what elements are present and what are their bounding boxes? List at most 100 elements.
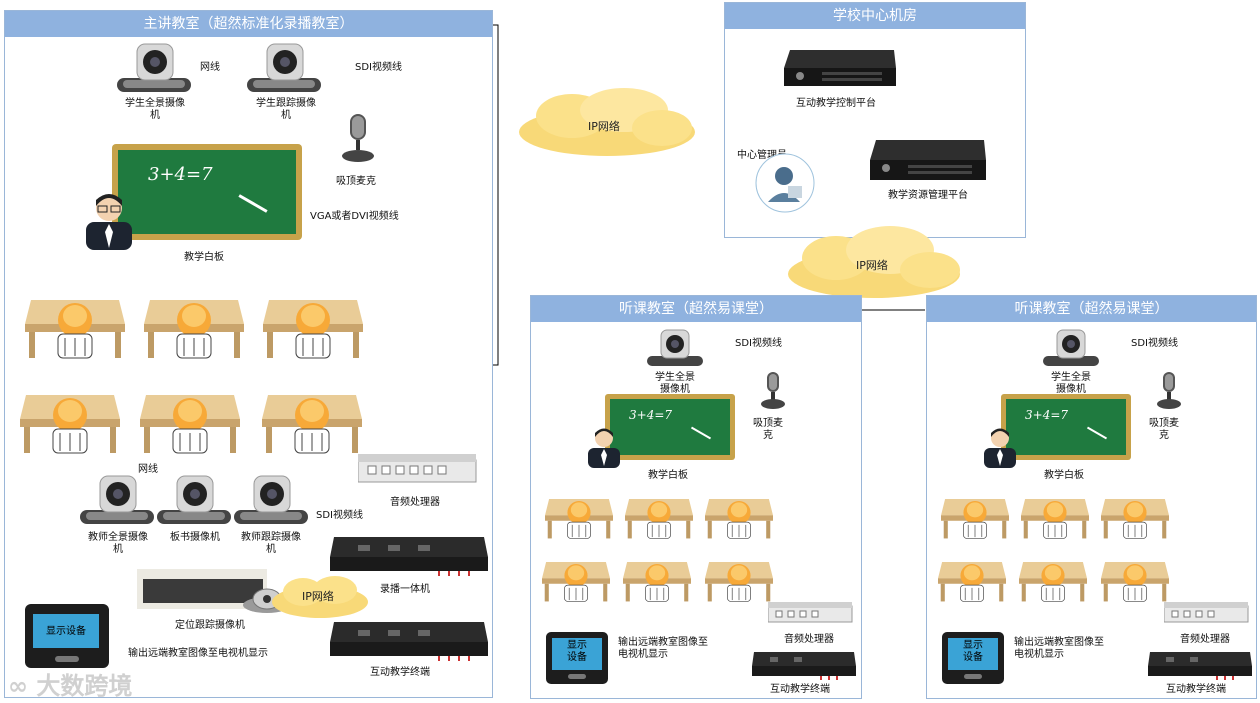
admin-label: 中心管理员: [737, 150, 787, 161]
student-desk-icon: [1019, 555, 1087, 607]
teacher-track-camera-label: 教师跟踪摄像 机: [241, 532, 301, 555]
sdi-line-label: SDI视频线: [735, 338, 782, 349]
teacher-avatar-icon: [984, 428, 1016, 468]
student-desk-icon: [140, 385, 240, 459]
display-screen-icon: 显示 设备: [546, 632, 608, 684]
audio-processor-icon: [358, 454, 477, 483]
output-text: 输出远端教室图像至 电视机显示: [1014, 637, 1104, 660]
listen-classroom-title: 听课教室（超然易课堂）: [531, 296, 861, 322]
terminal-label: 互动教学终端: [770, 684, 830, 695]
terminal-label: 互动教学终端: [370, 667, 430, 678]
ceiling-mic-label: 吸顶麦克: [336, 176, 376, 187]
teacher-pano-camera-icon: [80, 475, 154, 524]
net-line-top-label: 网线: [200, 62, 220, 73]
display-screen-label: 显示 设备: [567, 640, 587, 663]
audio-processor-icon: [768, 602, 853, 623]
audio-processor-label: 音频处理器: [1180, 634, 1230, 645]
listen-classroom-title: 听课教室（超然易课堂）: [927, 296, 1256, 322]
ip-network-label-top: IP网络: [588, 120, 620, 133]
student-desk-icon: [705, 555, 773, 607]
board-equation: 3+4=7: [1025, 408, 1069, 422]
student-desk-icon: [1101, 555, 1169, 607]
ip-network-cloud-icon: [272, 576, 368, 618]
display-screen-label: 显示 设备: [963, 640, 983, 663]
ceiling-mic-label: 吸顶麦 克: [753, 418, 783, 441]
locator-camera-icon: [137, 569, 291, 613]
terminal-device-icon: [1148, 652, 1252, 680]
blackboard-camera-icon: [157, 475, 231, 524]
terminal-device-icon: [752, 652, 856, 680]
admin-avatar-icon: [755, 153, 815, 213]
ceiling-mic-icon: [761, 372, 785, 409]
student-desk-icon: [705, 492, 773, 544]
display-screen-icon: 显示设备: [25, 604, 109, 668]
ceiling-mic-label: 吸顶麦 克: [1149, 418, 1179, 441]
student-desk-icon: [542, 555, 610, 607]
terminal-label: 互动教学终端: [1166, 684, 1226, 695]
board-label: 教学白板: [1044, 470, 1084, 481]
resource-platform-label: 教学资源管理平台: [888, 190, 968, 201]
output-text: 输出远端教室图像至电视机显示: [128, 648, 268, 659]
watermark: ∞ 大数跨境: [8, 672, 133, 700]
output-text: 输出远端教室图像至 电视机显示: [618, 637, 708, 660]
control-platform-label: 互动教学控制平台: [796, 98, 876, 109]
watermark-logo-icon: ∞: [8, 672, 28, 700]
teaching-board: 3+4=7: [605, 394, 735, 460]
student-desk-icon: [1021, 492, 1089, 544]
sdi-line-bottom-label: SDI视频线: [316, 510, 363, 521]
locator-camera-label: 定位跟踪摄像机: [175, 620, 245, 631]
board-equation: 3+4=7: [148, 164, 213, 185]
center-room-title: 学校中心机房: [725, 3, 1025, 29]
ip-network-cloud-icon: [519, 88, 695, 156]
student-desk-icon: [1101, 492, 1169, 544]
student-pano-camera-label: 学生全景摄像 机: [125, 98, 185, 121]
student-desk-icon: [20, 385, 120, 459]
board-equation: 3+4=7: [629, 408, 673, 422]
terminal-device-icon: [330, 622, 488, 661]
ip-network-label-main: IP网络: [302, 590, 334, 603]
student-desk-icon: [941, 492, 1009, 544]
student-pano-camera-icon: [117, 43, 191, 92]
recorder-label: 录播一体机: [380, 584, 430, 595]
board-label: 教学白板: [184, 252, 224, 263]
student-desk-icon: [144, 290, 244, 364]
teaching-board: 3+4=7: [1001, 394, 1131, 460]
student-desk-icon: [545, 492, 613, 544]
audio-processor-label: 音频处理器: [390, 497, 440, 508]
blackboard-camera-label: 板书摄像机: [170, 532, 220, 543]
student-camera-icon: [647, 329, 703, 366]
sdi-line-label: SDI视频线: [1131, 338, 1178, 349]
teacher-avatar-icon: [588, 428, 620, 468]
listen-classroom-panel: 听课教室（超然易课堂）: [530, 295, 862, 699]
sdi-line-top-label: SDI视频线: [355, 62, 402, 73]
student-desk-icon: [263, 290, 363, 364]
student-camera-label: 学生全景 摄像机: [1051, 372, 1091, 395]
teaching-board: 3+4=7: [112, 144, 302, 240]
display-screen-icon: 显示 设备: [942, 632, 1004, 684]
student-track-camera-label: 学生跟踪摄像 机: [256, 98, 316, 121]
display-screen-label: 显示设备: [46, 626, 86, 637]
teacher-pano-camera-label: 教师全景摄像 机: [88, 532, 148, 555]
student-desk-icon: [623, 555, 691, 607]
student-desk-icon: [938, 555, 1006, 607]
ip-network-label-middle: IP网络: [856, 259, 888, 272]
student-camera-label: 学生全景 摄像机: [655, 372, 695, 395]
recorder-device-icon: [330, 537, 488, 576]
ip-network-cloud-icon: [788, 226, 960, 298]
student-desk-icon: [625, 492, 693, 544]
main-classroom-title: 主讲教室（超然标准化录播教室）: [5, 11, 492, 37]
resource-platform-server-icon: [870, 140, 986, 180]
teacher-avatar-icon: [86, 194, 132, 250]
ceiling-mic-icon: [342, 114, 374, 162]
audio-processor-icon: [1164, 602, 1249, 623]
audio-processor-label: 音频处理器: [784, 634, 834, 645]
board-label: 教学白板: [648, 470, 688, 481]
student-camera-icon: [1043, 329, 1099, 366]
student-desk-icon: [25, 290, 125, 364]
student-track-camera-icon: [247, 43, 321, 92]
student-desk-icon: [262, 385, 362, 459]
control-platform-server-icon: [784, 50, 896, 86]
ceiling-mic-icon: [1157, 372, 1181, 409]
vga-line-label: VGA或者DVI视频线: [310, 211, 399, 222]
net-line-bottom-label: 网线: [138, 464, 158, 475]
